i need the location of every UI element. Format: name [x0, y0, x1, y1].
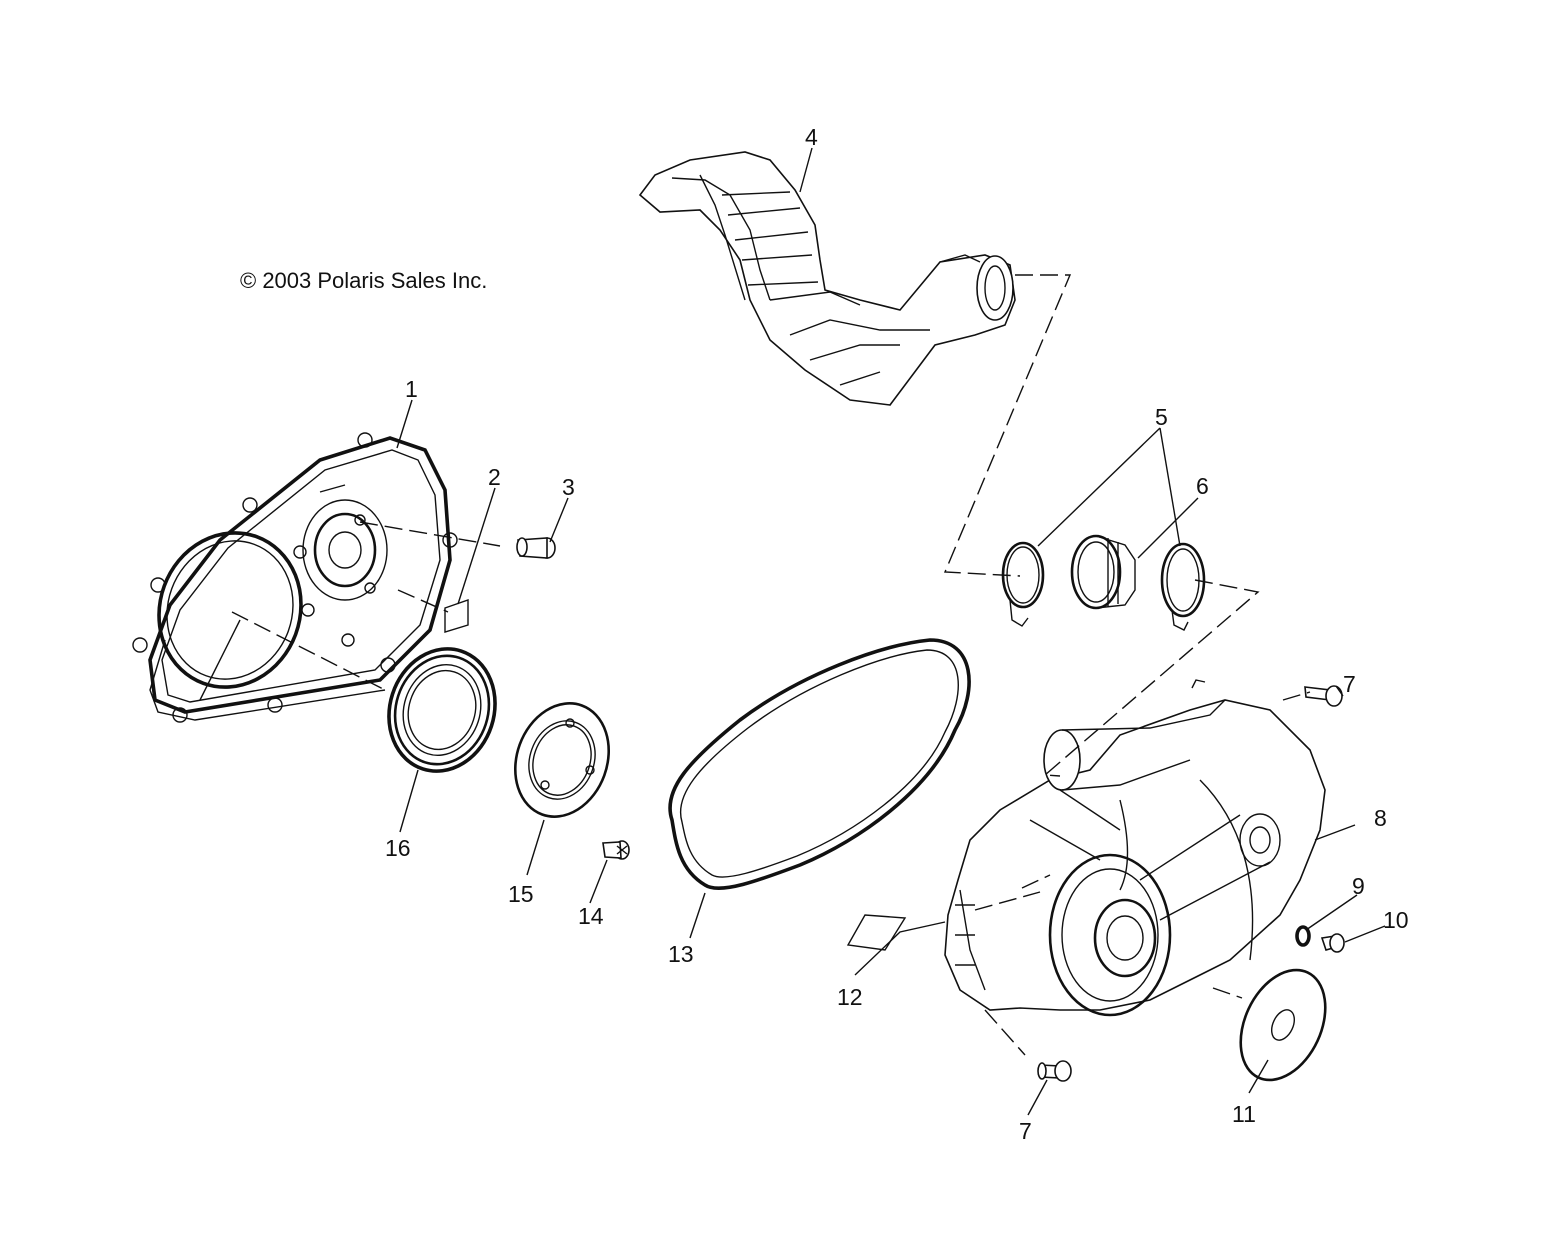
oring-part-9 [1295, 925, 1311, 947]
callout-6: 6 [1196, 473, 1209, 499]
screw-part-14 [602, 840, 630, 860]
callout-5: 5 [1155, 404, 1168, 430]
disc-part-11 [1239, 968, 1327, 1082]
inner-clutch-cover-part [132, 432, 458, 723]
assembly-lines [231, 274, 1311, 1056]
callout-8: 8 [1374, 805, 1387, 831]
label-part-12 [846, 914, 907, 951]
callout-11: 11 [1232, 1101, 1256, 1127]
callout-7-top: 7 [1343, 671, 1356, 697]
callout-16: 16 [385, 835, 411, 861]
plate-part-15 [513, 702, 611, 818]
callout-9: 9 [1352, 873, 1365, 899]
plug-part-10 [1320, 933, 1345, 953]
clamp-right-part-5 [1160, 542, 1206, 631]
callout-4: 4 [805, 124, 818, 150]
bolt-part-7-bottom [1037, 1060, 1072, 1082]
callout-3: 3 [562, 474, 575, 500]
callout-12: 12 [837, 984, 863, 1010]
callout-numbers: 4 1 2 3 5 6 7 8 9 10 11 12 13 14 15 16 7 [385, 124, 1409, 1144]
drive-belt-part-13 [668, 638, 971, 890]
outer-clutch-cover-part-8 [944, 679, 1326, 1017]
coupler-part-6 [1070, 534, 1136, 610]
callout-15: 15 [508, 881, 534, 907]
bolt-part-3 [516, 537, 556, 559]
callout-13: 13 [668, 941, 694, 967]
bolt-part-7-top [1304, 685, 1343, 707]
callout-10: 10 [1383, 907, 1409, 933]
callout-2: 2 [488, 464, 501, 490]
label-part-2 [444, 599, 469, 633]
callout-14: 14 [578, 903, 604, 929]
leader-lines [396, 147, 1386, 1116]
intake-duct-part [638, 151, 1016, 406]
clamp-left-part-5 [1001, 541, 1045, 627]
seal-ring-part-16 [387, 647, 497, 773]
callout-1: 1 [405, 376, 418, 402]
copyright-text: © 2003 Polaris Sales Inc. [240, 268, 488, 293]
callout-7-bottom: 7 [1019, 1118, 1032, 1144]
